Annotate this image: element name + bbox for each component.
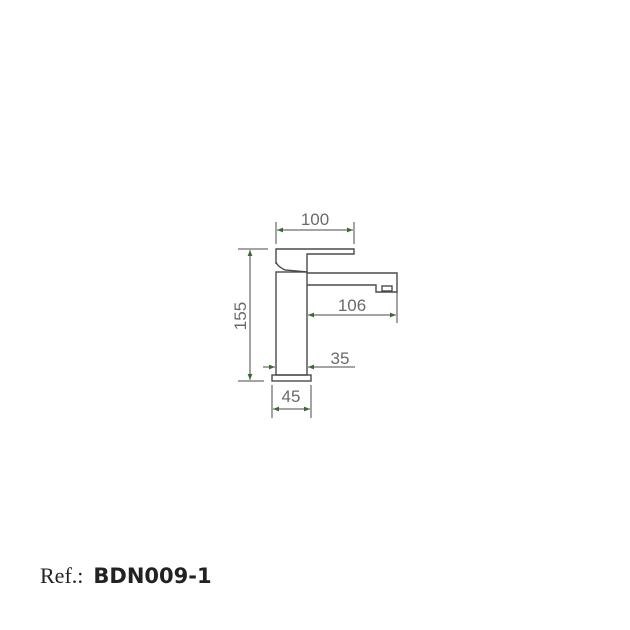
dim-100-label: 100 xyxy=(301,210,329,229)
dimension-lines xyxy=(247,227,396,412)
body xyxy=(275,271,308,376)
reference: Ref.: BDN009-1 xyxy=(40,563,212,589)
reference-label: Ref.: xyxy=(40,563,84,588)
dim-106-label: 106 xyxy=(338,296,366,315)
dim-45-label: 45 xyxy=(282,387,301,406)
aerator xyxy=(381,285,393,292)
extension-lines xyxy=(238,222,398,418)
reference-code: BDN009-1 xyxy=(93,564,212,588)
base xyxy=(271,374,312,382)
dim-35-label: 35 xyxy=(331,349,350,368)
dim-155-label: 155 xyxy=(231,302,250,330)
spout xyxy=(307,272,398,293)
handle xyxy=(275,248,355,273)
faucet-outline xyxy=(271,248,398,382)
